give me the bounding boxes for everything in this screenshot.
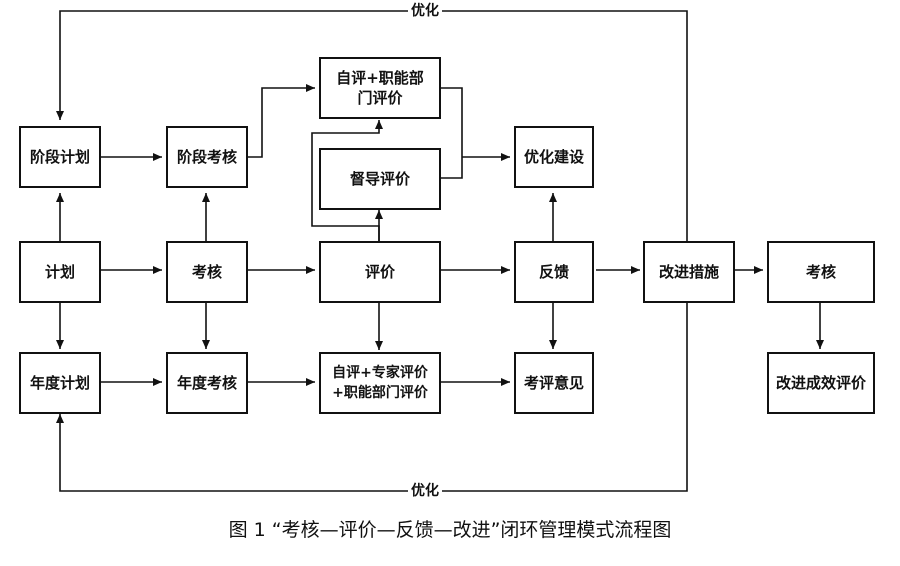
node-plan-label: 计划 [44, 263, 75, 281]
node-assess: 考核 [166, 241, 248, 303]
merge-from-supervise [439, 157, 463, 179]
arrow-evaluate-to-self-dept [311, 120, 383, 241]
node-improve-measures-label: 改进措施 [658, 263, 719, 281]
node-feedback-label: 反馈 [538, 263, 569, 281]
node-plan: 计划 [19, 241, 101, 303]
node-stage-assess-label: 阶段考核 [176, 148, 237, 166]
node-stage-plan: 阶段计划 [19, 126, 101, 188]
node-annual-plan: 年度计划 [19, 352, 101, 414]
node-evaluate: 评价 [319, 241, 441, 303]
node-improve-measures: 改进措施 [643, 241, 735, 303]
node-improve-effect-eval: 改进成效评价 [767, 352, 875, 414]
node-evaluate-label: 评价 [364, 263, 395, 281]
node-self-dept-eval: 自评+职能部 门评价 [319, 57, 441, 119]
top-loop-arrow [56, 10, 688, 300]
node-supervise-eval: 督导评价 [319, 148, 441, 210]
node-stage-assess: 阶段考核 [166, 126, 248, 188]
node-review-opinion-label: 考评意见 [523, 374, 584, 392]
merge-from-self-dept [439, 87, 463, 157]
node-feedback: 反馈 [514, 241, 594, 303]
node-improve-effect-eval-label: 改进成效评价 [775, 374, 866, 392]
node-assess2-label: 考核 [805, 263, 836, 281]
node-annual-assess-label: 年度考核 [176, 374, 237, 392]
node-annual-assess: 年度考核 [166, 352, 248, 414]
node-review-opinion: 考评意见 [514, 352, 594, 414]
node-self-expert-eval-label: 自评+专家评价 +职能部门评价 [332, 365, 428, 401]
node-supervise-eval-label: 督导评价 [349, 170, 410, 188]
top-loop-label: 优化 [408, 3, 442, 19]
node-annual-plan-label: 年度计划 [29, 374, 90, 392]
node-self-dept-eval-label: 自评+职能部 门评价 [336, 69, 424, 107]
node-self-expert-eval: 自评+专家评价 +职能部门评价 [319, 352, 441, 414]
node-assess-label: 考核 [191, 263, 222, 281]
node-stage-plan-label: 阶段计划 [29, 148, 90, 166]
bottom-loop-arrow [56, 300, 688, 492]
bottom-loop-label: 优化 [408, 483, 442, 499]
node-optimize-build-label: 优化建设 [523, 148, 584, 166]
node-optimize-build: 优化建设 [514, 126, 594, 188]
figure-caption: 图 1 “考核—评价—反馈—改进”闭环管理模式流程图 [228, 519, 672, 541]
node-assess2: 考核 [767, 241, 875, 303]
arrow-stage-assess-to-self-dept [246, 84, 315, 158]
